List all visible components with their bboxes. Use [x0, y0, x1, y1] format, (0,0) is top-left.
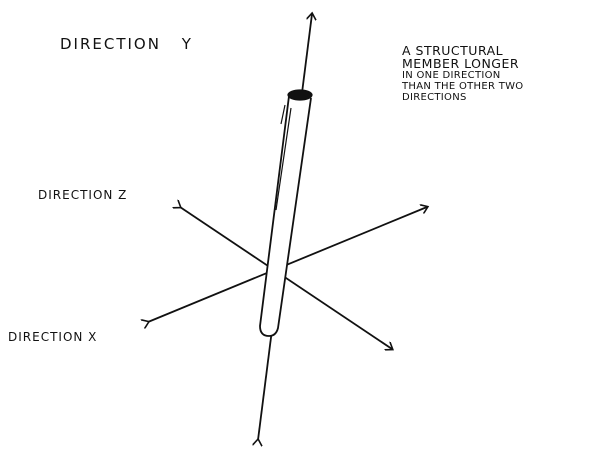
description-line: DIRECTIONS — [402, 92, 467, 103]
structural-member — [259, 89, 313, 337]
description-line: A STRUCTURAL — [402, 43, 504, 58]
description-line: MEMBER LONGER — [402, 56, 520, 71]
label-direction-y: DIRECTION Y — [60, 35, 193, 53]
label-direction-z: DIRECTION Z — [38, 188, 128, 202]
label-direction-x: DIRECTION X — [8, 330, 98, 344]
description-line: IN ONE DIRECTION — [402, 70, 501, 81]
description-line: THAN THE OTHER TWO — [402, 81, 524, 92]
member-description: A STRUCTURAL MEMBER LONGER IN ONE DIRECT… — [402, 44, 523, 103]
